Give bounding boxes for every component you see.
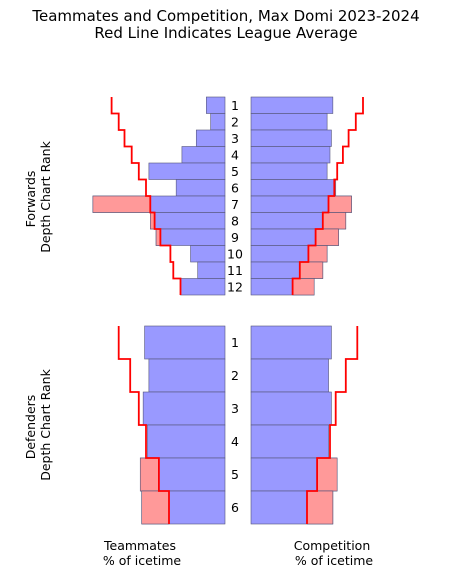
forwards-rank-label: 8	[231, 213, 239, 228]
defenders-rank-label: 1	[231, 335, 239, 350]
defenders-competition-bar	[250, 391, 332, 426]
forwards-ylabel-line1: Forwards	[23, 171, 38, 228]
defenders-teammates-bar	[144, 325, 226, 360]
forwards-rank-label: 10	[227, 246, 243, 261]
competition-xlabel-line1: Competition	[294, 538, 371, 553]
defenders-rank-label: 2	[231, 368, 239, 383]
forwards-teammates-league-average-line	[110, 97, 182, 295]
forwards-rank-label: 9	[231, 230, 239, 245]
forwards-competition-bar	[250, 113, 328, 131]
forwards-teammates-bar	[181, 146, 226, 164]
forwards-teammates-panel	[92, 96, 226, 296]
forwards-rank-label: 6	[231, 180, 239, 195]
forwards-competition-bar	[250, 179, 337, 197]
defenders-teammates-panel	[117, 325, 226, 525]
teammates-xlabel-line1: Teammates	[103, 538, 176, 553]
forwards-rank-label: 7	[231, 197, 239, 212]
competition-xlabel-line2: % of icetime	[295, 553, 373, 568]
defenders-competition-bar	[250, 325, 332, 360]
forwards-teammates-bar	[210, 113, 226, 131]
forwards-competition-excess-bar	[315, 228, 339, 246]
defenders-teammates-excess-bar	[139, 457, 160, 492]
forwards-competition-bar	[250, 162, 328, 180]
defenders-teammates-league-average-line	[117, 326, 170, 524]
forwards-competition-panel	[250, 96, 364, 296]
defenders-competition-bar	[250, 358, 329, 393]
defenders-teammates-bar	[142, 391, 226, 426]
forwards-rank-label: 2	[231, 114, 239, 129]
defenders-rank-label: 4	[231, 434, 239, 449]
forwards-rank-label: 3	[231, 131, 239, 146]
forwards-competition-bar	[250, 96, 334, 114]
forwards-rank-label: 4	[231, 147, 239, 162]
forwards-rank-label: 5	[231, 164, 239, 179]
defenders-competition-league-average-line	[306, 326, 359, 524]
defenders-ylabel-line2: Depth Chart Rank	[38, 368, 53, 480]
forwards-teammates-bar	[155, 228, 226, 246]
forwards-teammates-bar	[180, 278, 226, 296]
defenders-rank-label: 3	[231, 401, 239, 416]
forwards-teammates-bar	[195, 129, 226, 147]
defenders-rank-labels: 1 2 3 4 5 6	[231, 335, 239, 515]
defenders-rank-label: 5	[231, 467, 239, 482]
defenders-teammates-bar	[148, 358, 226, 393]
forwards-rank-label: 1	[231, 98, 239, 113]
forwards-rank-label: 11	[227, 263, 243, 278]
forwards-competition-league-average-line	[291, 97, 364, 295]
forwards-teammates-excess-bar	[92, 195, 151, 213]
defenders-teammates-excess-bar	[141, 490, 170, 525]
forwards-competition-excess-bar	[322, 212, 347, 230]
defenders-competition-excess-bar	[316, 457, 338, 492]
forwards-ylabel-line2: Depth Chart Rank	[38, 140, 53, 252]
forwards-rank-label: 12	[227, 279, 243, 294]
forwards-competition-excess-bar	[292, 278, 315, 296]
defenders-teammates-bar	[147, 424, 226, 459]
forwards-teammates-bar	[197, 261, 226, 279]
forwards-teammates-bar	[175, 179, 226, 197]
forwards-competition-excess-bar	[328, 195, 352, 213]
forwards-ylabel: Forwards Depth Chart Rank	[23, 140, 53, 252]
forwards-competition-bar	[250, 129, 332, 147]
forwards-teammates-bar	[206, 96, 226, 114]
forwards-teammates-bar	[148, 162, 226, 180]
forwards-competition-excess-bar	[299, 261, 324, 279]
defenders-competition-excess-bar	[306, 490, 334, 525]
forwards-competition-bar	[250, 146, 331, 164]
defenders-competition-panel	[250, 325, 359, 525]
defenders-ylabel: Defenders Depth Chart Rank	[23, 368, 53, 480]
forwards-competition-excess-bar	[308, 245, 328, 263]
defenders-competition-bar	[250, 424, 329, 459]
teammates-xlabel: Teammates % of icetime	[103, 538, 181, 568]
forwards-teammates-bar	[150, 212, 226, 230]
defenders-rank-label: 6	[231, 500, 239, 515]
chart-subtitle: Red Line Indicates League Average	[94, 24, 357, 42]
forwards-teammates-bar	[190, 245, 226, 263]
competition-xlabel: Competition % of icetime	[294, 538, 374, 568]
chart-title: Teammates and Competition, Max Domi 2023…	[31, 7, 419, 25]
defenders-ylabel-line1: Defenders	[23, 395, 38, 460]
teammates-xlabel-line2: % of icetime	[103, 553, 181, 568]
